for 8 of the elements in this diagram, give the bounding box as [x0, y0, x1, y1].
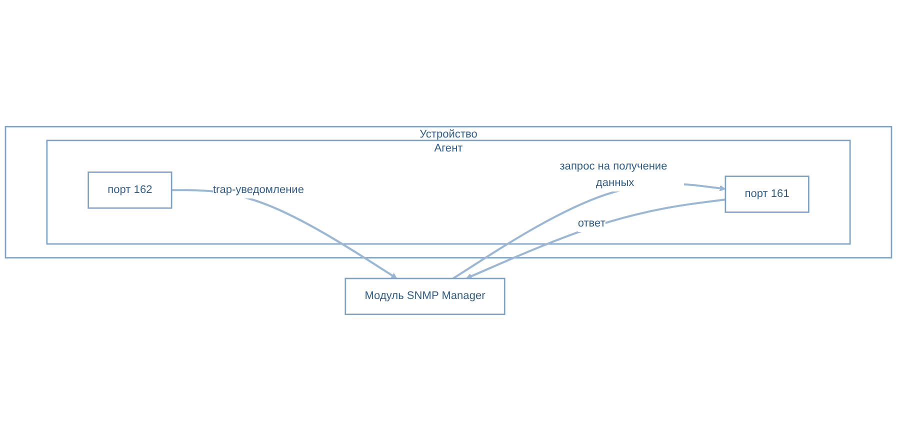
arrow	[466, 198, 726, 280]
edge-label: запрос на получение данных	[560, 160, 668, 189]
node-box: порт 161	[724, 176, 810, 213]
node-box: Модуль SNMP Manager	[344, 278, 506, 316]
node-box: порт 162	[88, 172, 172, 209]
arrow	[452, 182, 726, 280]
edge-label: ответ	[578, 218, 606, 230]
edge-label: trap-уведомление	[212, 184, 304, 196]
